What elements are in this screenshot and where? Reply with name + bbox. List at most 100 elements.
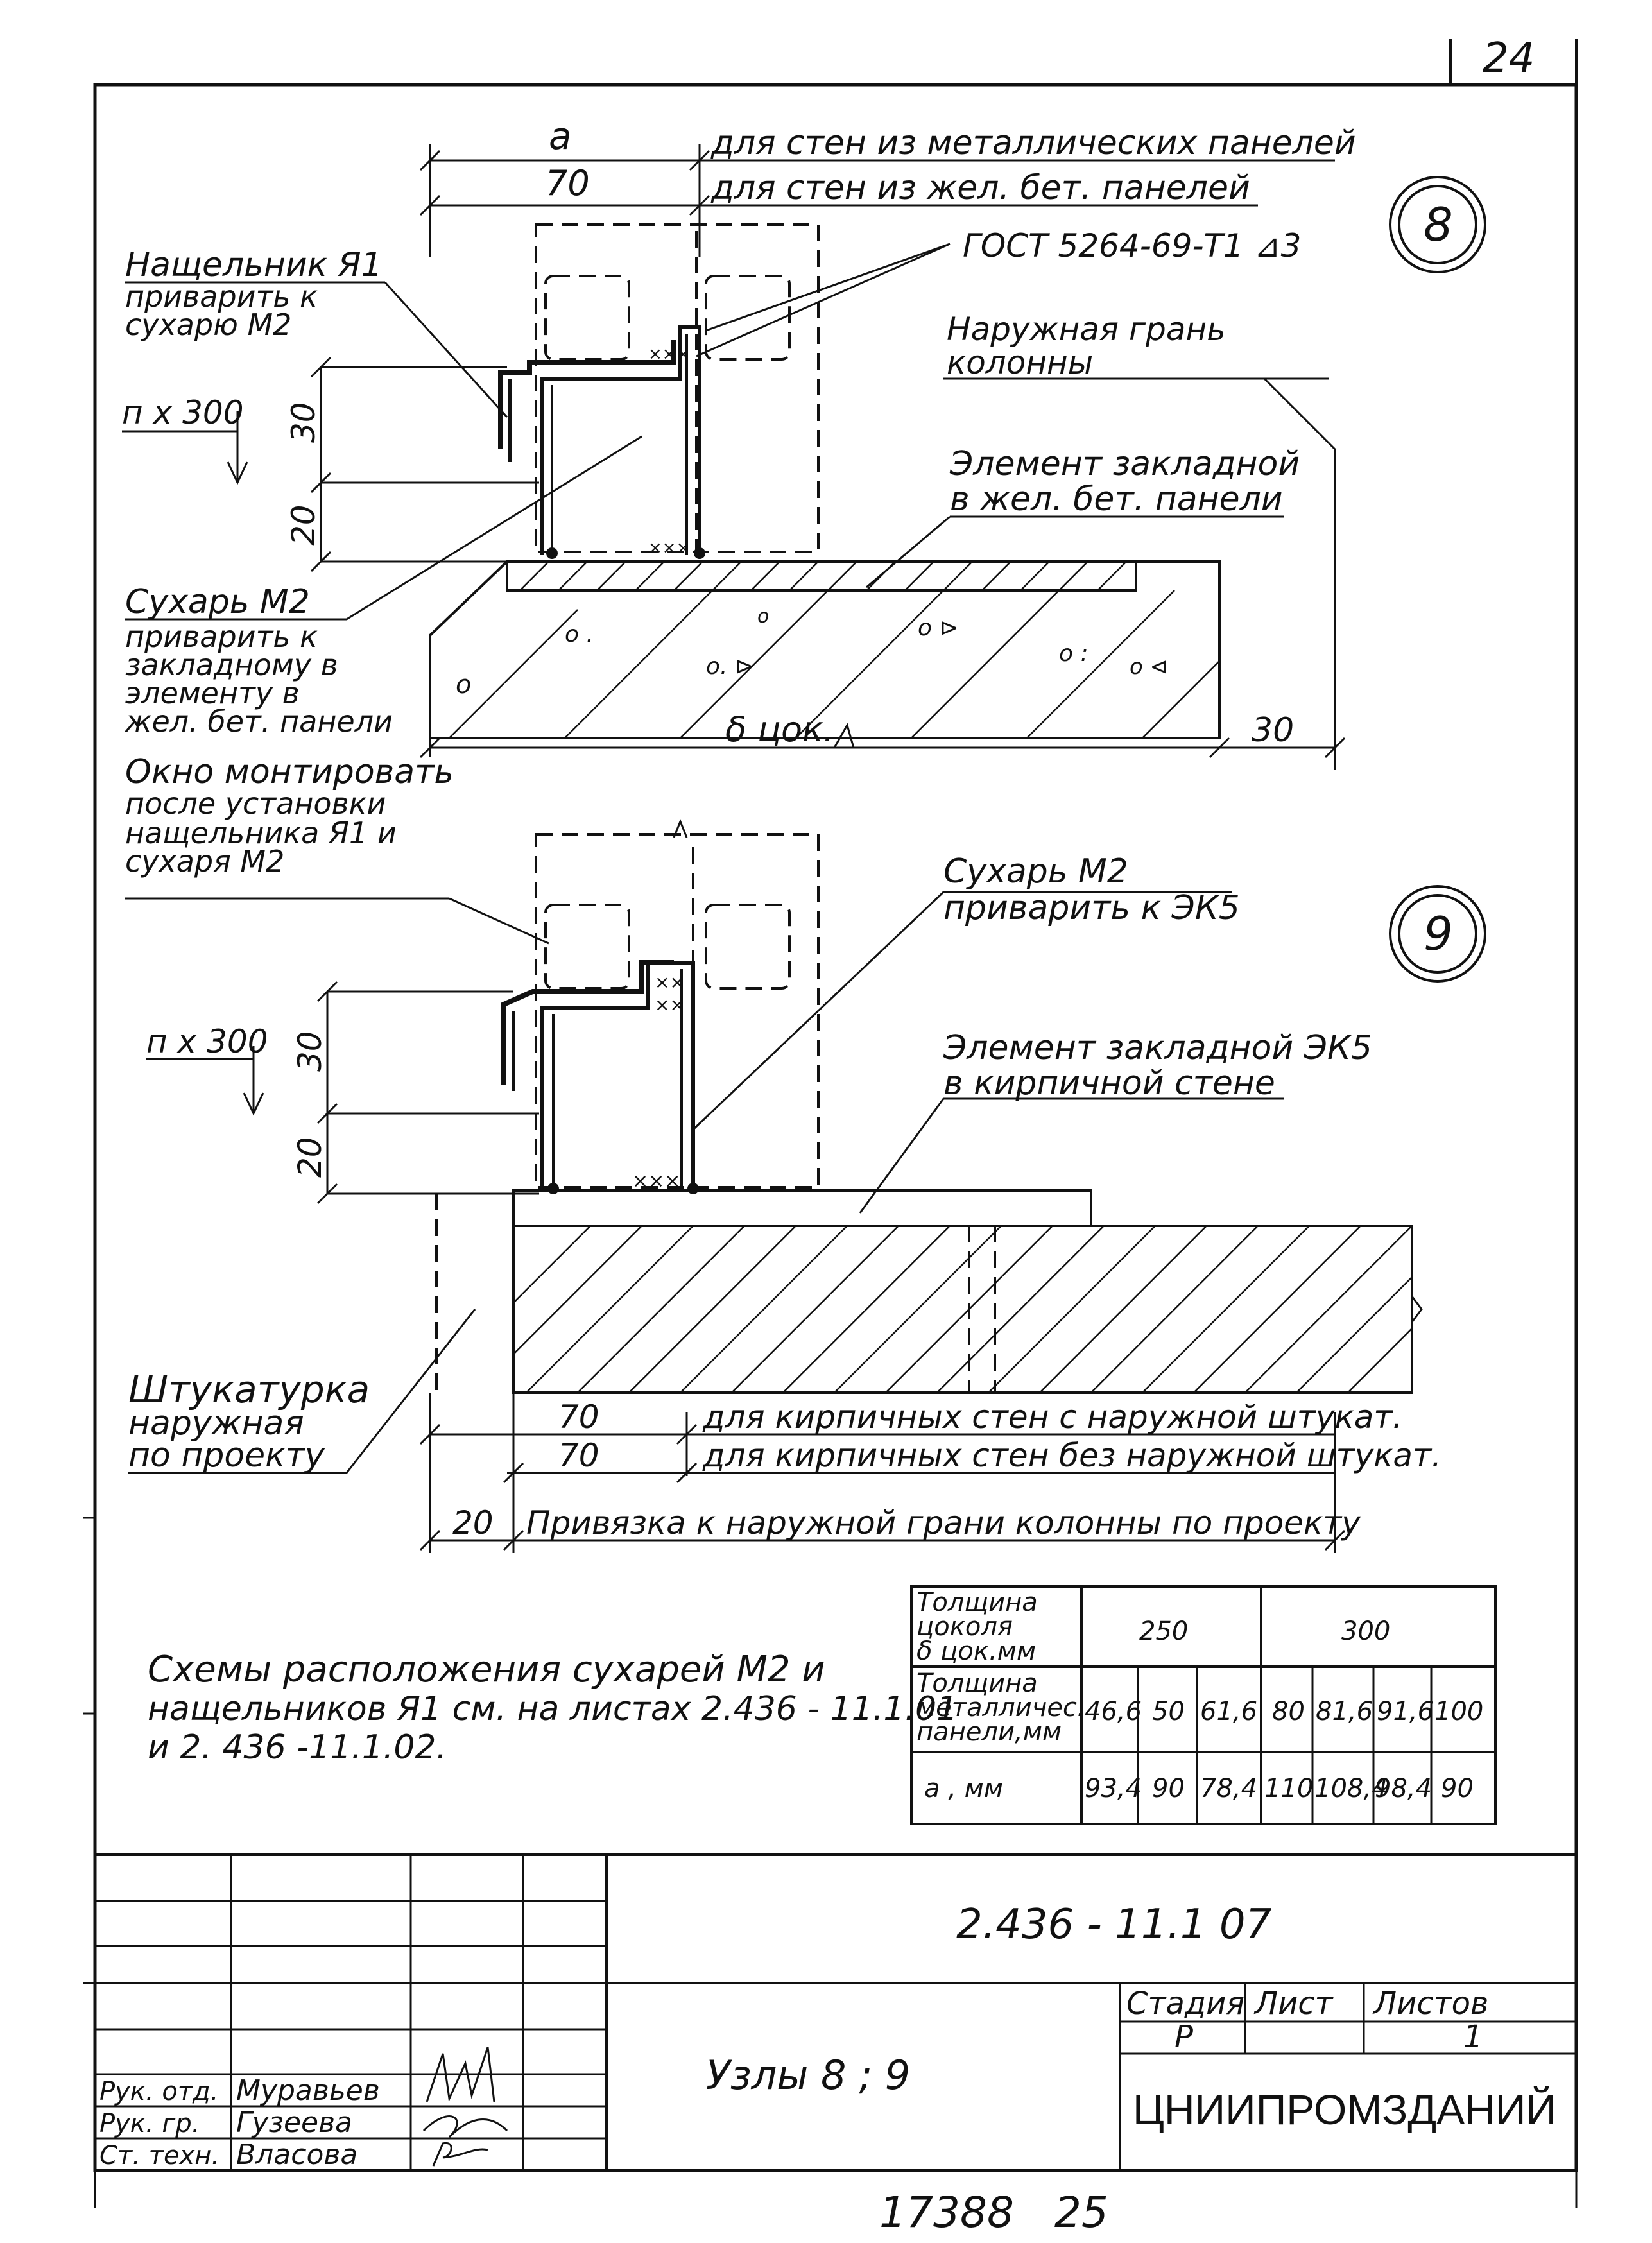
signature-3 — [432, 2142, 488, 2167]
stage-value: Р — [1174, 2019, 1193, 2055]
sheet-label: Лист — [1253, 1986, 1334, 2022]
dimension-table: Толщина цоколя δ цок.мм 250 300 Толщина … — [910, 1585, 1497, 1825]
plaster-label-3: по проекту — [128, 1436, 325, 1475]
flashing-label-2: приварить к — [125, 279, 318, 314]
outer-face-label-1: Наружная грань — [947, 311, 1226, 348]
table-a-2: 90 — [1152, 1774, 1185, 1803]
dim-b-cok: δ цок. — [725, 709, 834, 750]
node-9-number: 9 — [1424, 907, 1453, 961]
plaster-label-1: Штукатурка — [128, 1368, 370, 1411]
dim-20-node8: 20 — [285, 504, 322, 546]
dim-20-bottom: 20 — [452, 1504, 494, 1542]
table-col-300: 300 — [1341, 1617, 1390, 1646]
role-3: Ст. техн. — [99, 2141, 219, 2170]
note-concrete-panels: для стен из жел. бет. панелей — [710, 169, 1250, 207]
name-1: Муравьев — [236, 2074, 380, 2107]
doc-code: 2.436 - 11.1 07 — [956, 1901, 1272, 1948]
note-line-3: и 2. 436 -11.1.02. — [148, 1728, 447, 1767]
block-label-node9-2: приварить к ЭК5 — [943, 889, 1240, 927]
embed-label-node9-1: Элемент закладной ЭК5 — [943, 1029, 1372, 1067]
dim-30-node8: 30 — [285, 402, 322, 443]
sheet-frame — [83, 39, 1578, 2208]
dim-30-node9: 30 — [291, 1031, 329, 1072]
table-a-5: 108,4 — [1314, 1774, 1388, 1803]
signature-1 — [426, 2047, 495, 2102]
sheets-label: Листов — [1372, 1986, 1488, 2022]
svg-text:o. ⊳: o. ⊳ — [706, 653, 754, 680]
block-label-node8-1: Сухарь М2 — [125, 583, 310, 621]
name-2: Гузеева — [236, 2106, 352, 2139]
flashing-label-3: сухарю М2 — [125, 307, 291, 342]
bottom-numbers: 17388 25 — [879, 2188, 1108, 2237]
svg-text:o ⊳: o ⊳ — [918, 615, 959, 641]
table-thickness-1: 46,6 — [1085, 1697, 1142, 1726]
dim-70-unplastered: 70 — [558, 1437, 599, 1474]
table-head-2-line3: панели,мм — [916, 1717, 1062, 1747]
note-line-1: Схемы расположения сухарей М2 и — [148, 1649, 825, 1690]
role-2: Рук. гр. — [99, 2109, 200, 2138]
role-1: Рук. отд. — [99, 2077, 219, 2106]
dim-70-plastered: 70 — [558, 1398, 599, 1436]
organization-name: ЦНИИПРОМЗДАНИЙ — [1133, 2085, 1556, 2133]
weld-note: ГОСТ 5264-69-Т1 ⊿3 — [963, 227, 1301, 264]
dim-70-top: 70 — [546, 163, 590, 203]
svg-text:o .: o . — [565, 621, 594, 648]
table-head-3: a , мм — [924, 1774, 1003, 1803]
binding-note: Привязка к наружной грани колонны по про… — [526, 1504, 1361, 1542]
embed-label-node9-2: в кирпичной стене — [943, 1064, 1275, 1103]
node-8-marker: 8 — [1389, 176, 1486, 273]
table-thickness-7: 100 — [1434, 1697, 1483, 1726]
table-col-250: 250 — [1139, 1617, 1188, 1646]
table-thickness-2: 50 — [1152, 1697, 1185, 1726]
stage-label: Стадия — [1126, 1986, 1244, 2022]
svg-text:o :: o : — [1059, 640, 1088, 667]
window-note-3: нащельника Я1 и — [125, 816, 397, 850]
title-block: 2.436 - 11.1 07 Узлы 8 ; 9 Стадия Лист Л… — [95, 1853, 1576, 2171]
table-a-3: 78,4 — [1200, 1774, 1257, 1803]
table-thickness-4: 80 — [1272, 1697, 1305, 1726]
node-8-drawing: 8 a 70 для стен из металлических панелей… — [122, 114, 1486, 770]
table-head-2-line1: Толщина — [916, 1669, 1038, 1698]
table-a-1: 93,4 — [1085, 1774, 1142, 1803]
table-head-1-line3: δ цок.мм — [916, 1637, 1036, 1666]
note-line-2: нащельников Я1 см. на листах 2.436 - 11.… — [148, 1690, 958, 1728]
dim-30-right: 30 — [1252, 711, 1294, 750]
sheets-value: 1 — [1463, 2019, 1483, 2055]
window-note-4: сухаря М2 — [125, 844, 284, 879]
wall-hatch-node9 — [513, 1225, 1413, 1393]
embed-label-node8-1: Элемент закладной — [949, 445, 1300, 483]
block-label-node8-4: элементу в — [125, 676, 300, 710]
page-number: 24 — [1483, 35, 1535, 82]
svg-text:×××: ××× — [648, 345, 690, 364]
table-a-7: 90 — [1441, 1774, 1474, 1803]
dim-a: a — [549, 114, 572, 158]
table-head-2-line2: металличес. — [916, 1693, 1085, 1723]
block-label-node8-3: закладному в — [125, 648, 338, 682]
svg-text:×××: ××× — [632, 1170, 680, 1192]
outer-face-label-2: колонны — [947, 344, 1093, 381]
flashing-label-1: Нащельник Я1 — [125, 246, 383, 284]
note-unplastered: для кирпичных стен без наружной штукат. — [702, 1437, 1441, 1474]
node-9-marker: 9 — [1389, 885, 1486, 983]
svg-text:×××: ××× — [648, 538, 690, 558]
name-3: Власова — [236, 2138, 357, 2171]
window-note-2: после установки — [125, 786, 386, 821]
step-label-node8: п х 300 — [122, 394, 244, 431]
svg-text:o ⊲: o ⊲ — [1130, 654, 1168, 680]
node-8-number: 8 — [1424, 198, 1453, 252]
svg-text:××: ×× — [655, 972, 685, 993]
note-plastered: для кирпичных стен с наружной штукат. — [702, 1398, 1402, 1436]
general-notes: Схемы расположения сухарей М2 и нащельни… — [148, 1649, 958, 1767]
slab-hatch-node8: o . o o ⊳ o : o. ⊳ o ⊲ o — [449, 561, 1220, 739]
plaster-label-2: наружная — [128, 1404, 304, 1443]
block-label-node9-1: Сухарь М2 — [943, 852, 1128, 891]
table-head-1-line1: Толщина — [916, 1588, 1038, 1617]
node-9-drawing: 9 ×× ×× ××× 30 20 п х 300 — [125, 753, 1486, 1553]
window-note-1: Окно монтировать — [125, 753, 454, 791]
dim-20-node9: 20 — [291, 1137, 329, 1178]
table-head-1-line2: цоколя — [916, 1612, 1013, 1642]
signature-2 — [422, 2115, 508, 2138]
table-thickness-3: 61,6 — [1200, 1697, 1257, 1726]
drawing-title: Узлы 8 ; 9 — [706, 2052, 910, 2099]
